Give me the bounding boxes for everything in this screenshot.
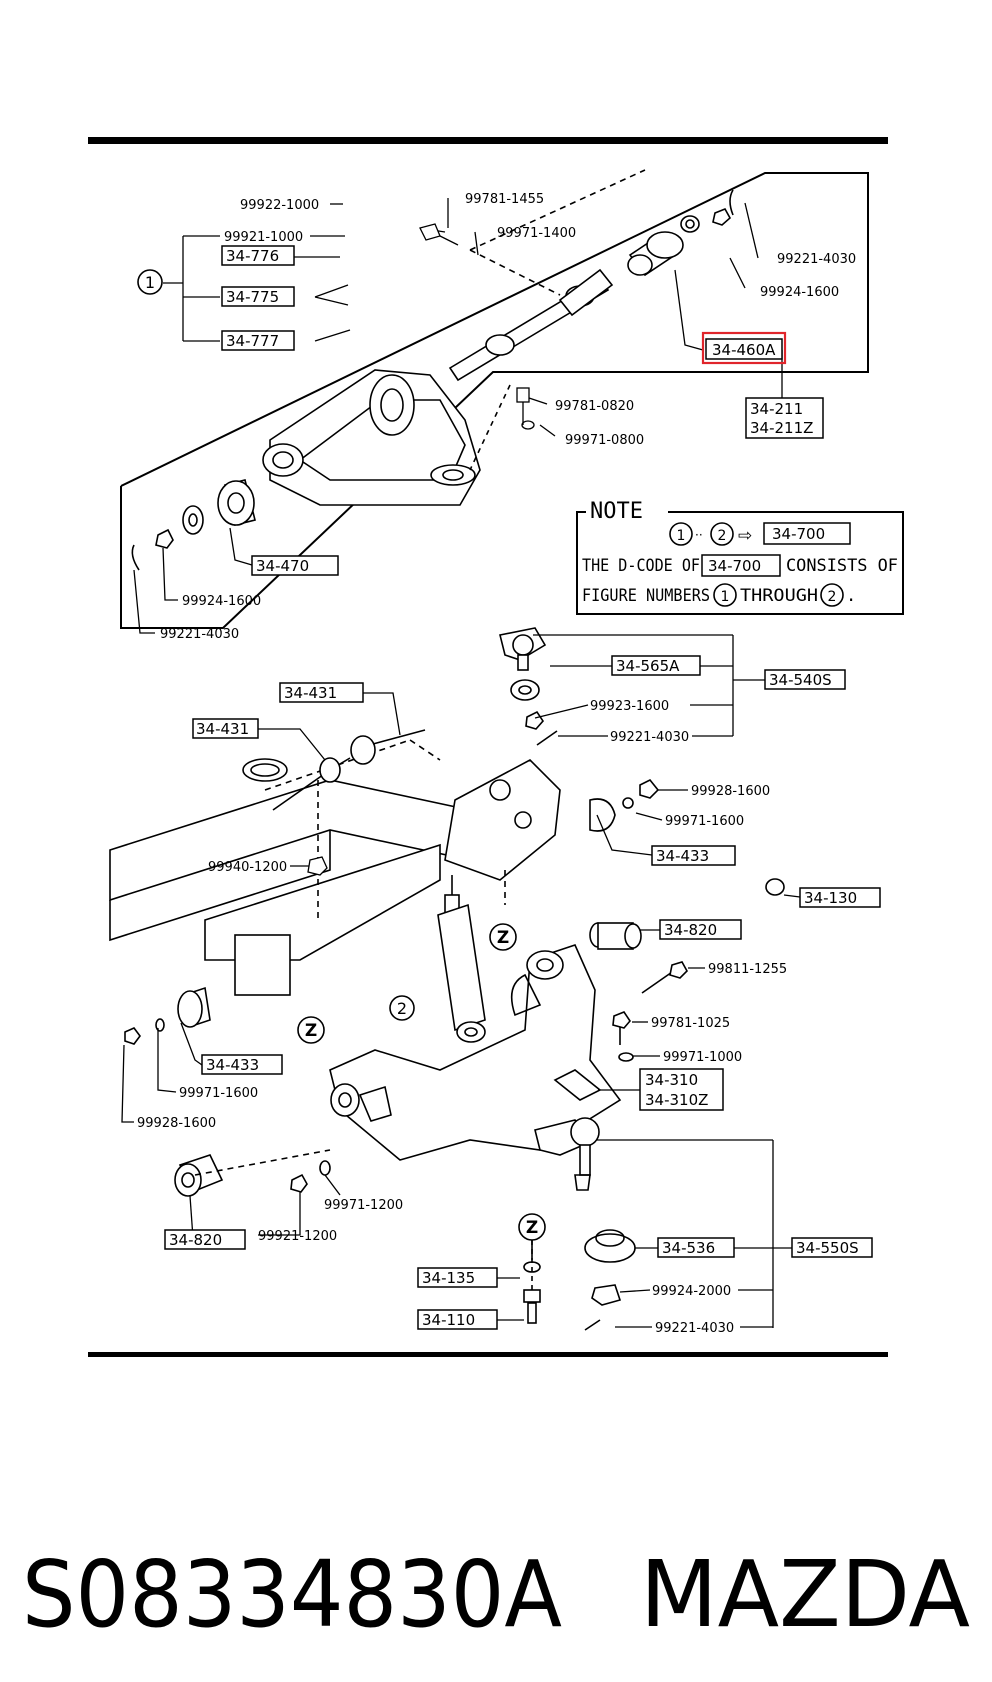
- part-99221-4030-upper: 99221-4030: [777, 252, 856, 267]
- note-target-code: 34-700: [772, 525, 825, 543]
- upper-arm-callout-frame: [120, 172, 869, 629]
- part-99971-1000: 99971-1000: [663, 1050, 742, 1065]
- part-99971-1600-right: 99971-1600: [665, 814, 744, 829]
- part-34-310: 34-310: [645, 1071, 698, 1089]
- part-99811-1255: 99811-1255: [708, 962, 787, 977]
- part-34-777: 34-777: [226, 332, 279, 350]
- part-34-460A: 34-460A: [712, 341, 776, 359]
- part-34-820-upper: 34-820: [664, 921, 717, 939]
- circle-marker-z-3-label: Z: [526, 1218, 538, 1238]
- note-line1-prefix: THE D-CODE OF: [582, 556, 700, 576]
- note-line2-prefix: FIGURE NUMBERS: [582, 586, 710, 606]
- boxed-part-labels: 34-776 34-775 34-777 34-460A 34-211 34-2…: [169, 247, 859, 1329]
- circle-marker-labels: 1 2 Z Z Z: [145, 273, 538, 1238]
- part-34-820-lower: 34-820: [169, 1231, 222, 1249]
- part-34-310Z: 34-310Z: [645, 1091, 708, 1109]
- part-34-536: 34-536: [662, 1239, 715, 1257]
- part-34-130: 34-130: [804, 889, 857, 907]
- part-34-431-upper: 34-431: [284, 684, 337, 702]
- upper-arm-drawing: [131, 169, 734, 571]
- part-34-211Z: 34-211Z: [750, 419, 813, 437]
- part-99781-1455: 99781-1455: [465, 192, 544, 207]
- note-line2-end: .: [846, 586, 856, 606]
- part-99923-1600: 99923-1600: [590, 699, 669, 714]
- part-34-565A: 34-565A: [616, 657, 680, 675]
- part-34-433-left: 34-433: [206, 1056, 259, 1074]
- circle-marker-z-2-label: Z: [305, 1021, 317, 1041]
- note-line2-mid: THROUGH: [740, 586, 818, 606]
- circle-marker-z-3: [518, 1213, 546, 1241]
- part-34-540S: 34-540S: [769, 671, 832, 689]
- part-34-776: 34-776: [226, 247, 279, 265]
- top-rule: [88, 137, 888, 144]
- circle-marker-2: [389, 995, 415, 1021]
- part-99921-1200: 99921-1200: [258, 1229, 337, 1244]
- part-99781-1025: 99781-1025: [651, 1016, 730, 1031]
- plain-part-labels: 99922-1000 99921-1000 99781-1455 99971-1…: [137, 192, 856, 1336]
- part-34-135: 34-135: [422, 1269, 475, 1287]
- part-boxes: [164, 245, 881, 1330]
- note-dots: ··: [695, 528, 703, 542]
- note-circle-1: 1: [677, 528, 686, 544]
- circle-marker-1: [137, 269, 163, 295]
- circle-marker-z-1-label: Z: [497, 928, 509, 948]
- part-99221-4030-balljoint: 99221-4030: [610, 730, 689, 745]
- circle-marker-1-label: 1: [145, 273, 155, 292]
- part-99971-1600-left: 99971-1600: [179, 1086, 258, 1101]
- part-99971-1200: 99971-1200: [324, 1198, 403, 1213]
- caption-part-number: S08334830A: [22, 1541, 562, 1648]
- lower-assembly-drawing: [109, 729, 785, 1331]
- part-99781-0820: 99781-0820: [555, 399, 634, 414]
- circle-marker-z-2: [297, 1016, 325, 1044]
- part-99940-1200: 99940-1200: [208, 860, 287, 875]
- note-title: NOTE: [590, 499, 643, 524]
- note-line1-code: 34-700: [708, 557, 761, 575]
- note-line2-circle-2: 2: [828, 589, 837, 605]
- part-34-775: 34-775: [226, 288, 279, 306]
- part-34-433-right: 34-433: [656, 847, 709, 865]
- circle-markers: [137, 269, 546, 1241]
- part-99928-1600-left: 99928-1600: [137, 1116, 216, 1131]
- part-99928-1600-right: 99928-1600: [691, 784, 770, 799]
- note-line1-suffix: CONSISTS OF: [786, 556, 898, 576]
- part-34-110: 34-110: [422, 1311, 475, 1329]
- part-99924-1600-lower: 99924-1600: [182, 594, 261, 609]
- circle-marker-2-label: 2: [397, 999, 407, 1018]
- caption-brand: MAZDA: [640, 1541, 970, 1648]
- bottom-rule: [88, 1352, 888, 1357]
- part-34-431-lower: 34-431: [196, 720, 249, 738]
- part-99921-1000: 99921-1000: [224, 230, 303, 245]
- part-99971-0800: 99971-0800: [565, 433, 644, 448]
- upper-ball-joint-drawing: [499, 627, 558, 746]
- part-34-470: 34-470: [256, 557, 309, 575]
- part-99221-4030-bottom: 99221-4030: [655, 1321, 734, 1336]
- part-99924-2000: 99924-2000: [652, 1284, 731, 1299]
- highlight-box: [701, 331, 787, 365]
- note-arrow: ⇨: [738, 526, 752, 546]
- part-34-211: 34-211: [750, 400, 803, 418]
- part-99924-1600-upper: 99924-1600: [760, 285, 839, 300]
- circle-marker-z-1: [489, 923, 517, 951]
- note-box: NOTE 1 ·· 2 ⇨ 34-700 THE D-CODE OF 34-70…: [576, 499, 904, 615]
- note-line2-circle-1: 1: [721, 589, 730, 605]
- note-circle-2: 2: [718, 528, 727, 544]
- part-99221-4030-lower: 99221-4030: [160, 627, 239, 642]
- part-34-550S: 34-550S: [796, 1239, 859, 1257]
- part-99922-1000: 99922-1000: [240, 198, 319, 213]
- part-99971-1400: 99971-1400: [497, 226, 576, 241]
